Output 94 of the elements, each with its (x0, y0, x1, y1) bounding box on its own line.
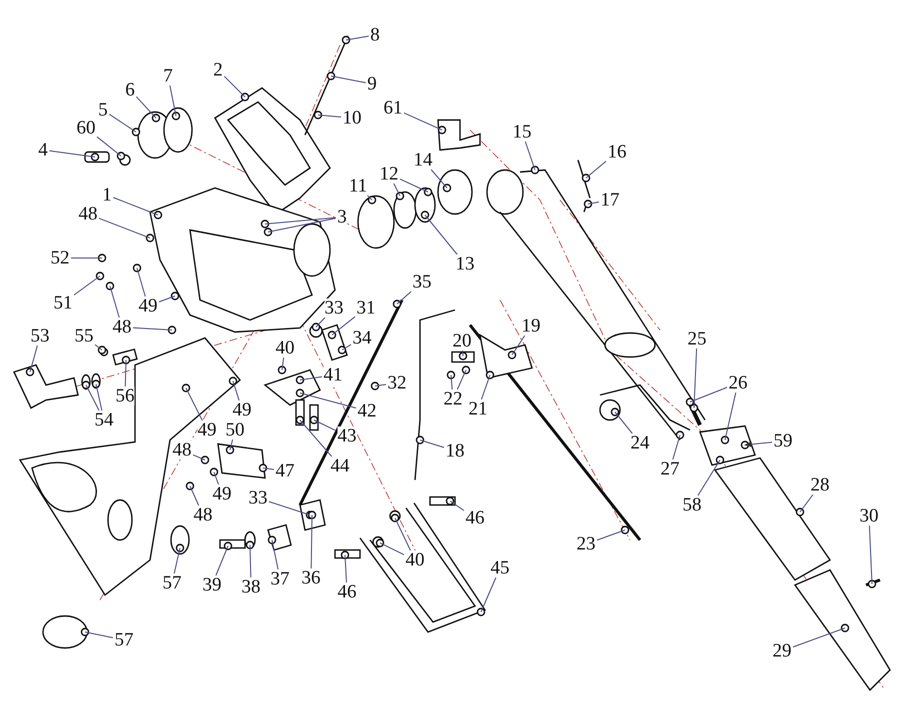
leader-line (96, 136, 122, 156)
leader-line (316, 317, 326, 328)
leader-line (300, 376, 322, 380)
leader-line (374, 384, 386, 386)
leader-line (136, 96, 156, 118)
leader-line (230, 439, 234, 450)
leader-line (158, 296, 176, 302)
leader-line (74, 276, 100, 296)
leader-line (48, 150, 96, 158)
leader-line (456, 370, 466, 390)
leader-line (332, 316, 356, 336)
leader-line (190, 486, 200, 506)
leader-line (232, 380, 240, 401)
callout-number: 41 (324, 366, 342, 384)
leader-line (264, 217, 336, 224)
leader-line (300, 420, 332, 457)
leader-line (380, 542, 404, 556)
leader-line (132, 327, 172, 330)
leader-line (86, 384, 100, 411)
leader-line (430, 169, 448, 188)
leader-line (480, 577, 496, 612)
leader-line (268, 218, 336, 232)
leader-arrow (744, 441, 772, 448)
callout-number: 12 (380, 164, 398, 184)
leader-line (250, 544, 252, 578)
leader-line (300, 392, 356, 408)
callout-number: 14 (414, 150, 432, 170)
callout-number: 45 (490, 558, 510, 578)
leader-line (318, 114, 342, 118)
callout-number: 56 (116, 386, 134, 406)
leader-line (224, 76, 246, 98)
leader-line (800, 494, 814, 512)
leader-line (214, 472, 219, 485)
leader-line (96, 384, 102, 411)
callout-number: 26 (728, 374, 748, 392)
leader-line (110, 286, 120, 318)
leader-line (450, 374, 453, 390)
leader-line (694, 348, 698, 408)
leader-line (724, 392, 736, 440)
leader-line (344, 554, 347, 583)
leader-line (342, 344, 352, 350)
callout-number: 3 (337, 208, 347, 226)
callout-number: 33 (324, 298, 344, 318)
leader-line (462, 350, 464, 356)
leader-line (262, 468, 274, 470)
leader-line (868, 525, 872, 584)
leader-line (282, 357, 284, 370)
leader-line (330, 76, 366, 84)
leader-line (94, 344, 102, 350)
leader-line (314, 420, 336, 432)
leader-line (367, 195, 372, 200)
callout-number: 50 (226, 420, 244, 440)
callout-number: 7 (163, 66, 173, 86)
leader-line (792, 628, 846, 648)
leader-line (108, 114, 136, 132)
callout-number: 15 (512, 122, 532, 142)
leader-line (393, 183, 400, 196)
leader-line (98, 218, 150, 238)
leader-line (396, 291, 412, 304)
leader-line (450, 500, 464, 511)
callout-number: 19 (522, 316, 540, 336)
leader-line (524, 141, 536, 170)
leader-line (124, 360, 126, 387)
callout-number: 48 (172, 440, 192, 460)
leader-line (512, 335, 526, 356)
leader-line (400, 178, 428, 192)
leader-line (84, 632, 114, 638)
leader-line (192, 454, 206, 460)
leader-line (480, 374, 490, 400)
callout-number: 53 (30, 326, 50, 346)
leader-line (310, 514, 312, 569)
leader-line (174, 548, 180, 574)
leader-line (697, 460, 720, 496)
leader-line (588, 202, 600, 204)
leader-line (420, 440, 444, 448)
leader-line (394, 518, 411, 551)
leader-line (404, 112, 442, 130)
leader-line (586, 160, 606, 178)
leader-line (690, 386, 728, 402)
leader-line (215, 546, 228, 576)
leader-line (136, 268, 146, 297)
leader-line (424, 214, 458, 255)
leader-line (672, 434, 680, 460)
callout-number: 40 (276, 338, 294, 358)
leader-line (272, 540, 279, 570)
leader-line (614, 412, 633, 434)
leader-line (30, 345, 38, 372)
leader-line (186, 388, 203, 421)
leader-line (169, 85, 176, 116)
leader-line (596, 530, 626, 541)
leader-line (112, 197, 158, 216)
leader-line (346, 36, 370, 40)
callout-number: 28 (810, 476, 830, 494)
leader-line (268, 501, 310, 516)
